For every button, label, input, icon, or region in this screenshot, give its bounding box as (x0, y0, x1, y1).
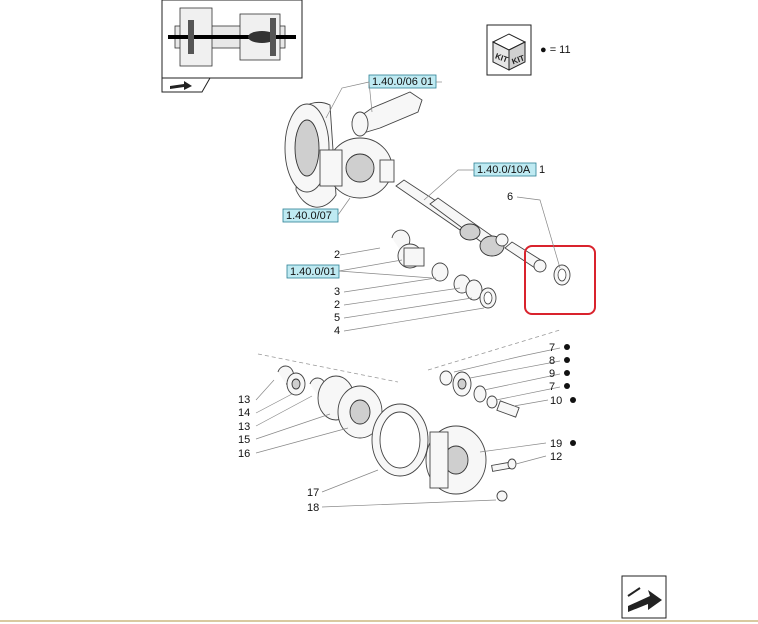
label-3: 3 (334, 286, 340, 298)
ref-box-1[interactable]: 1.40.0/06 01 (368, 74, 442, 89)
label-2a: 2 (334, 249, 340, 261)
bearing-3 (397, 243, 425, 269)
label-7a: 7 (549, 342, 555, 354)
label-16: 16 (238, 448, 250, 460)
group-divider-right (427, 329, 561, 371)
label-4: 4 (334, 325, 340, 337)
nav-arrow-icon[interactable] (161, 77, 211, 93)
next-page-icon[interactable] (621, 575, 667, 619)
planet-gear-14 (286, 372, 306, 396)
bearing-9 (473, 385, 487, 403)
label-13a: 13 (238, 394, 250, 406)
pin-10 (496, 400, 520, 418)
label-19: 19 (550, 438, 562, 450)
label-18: 18 (307, 502, 319, 514)
gear-8 (452, 371, 472, 397)
kit-box: KIT KIT (486, 24, 532, 76)
kit-count-label: ● = 11 (540, 44, 571, 56)
label-2b: 2 (334, 299, 340, 311)
hub-19 (425, 425, 487, 495)
axle-thumbnail-icon[interactable] (161, 0, 303, 79)
kit-dot-9 (564, 370, 570, 376)
label-5: 5 (334, 312, 340, 324)
planet-carrier-16 (337, 385, 383, 439)
kit-dot-19 (570, 440, 576, 446)
bolt-12 (491, 458, 517, 472)
ref-box-4[interactable]: 1.40.0/01 (286, 264, 340, 279)
label-14: 14 (238, 407, 250, 419)
highlight-box (524, 245, 596, 315)
svg-text:1.40.0/07: 1.40.0/07 (286, 210, 332, 222)
kit-dot-7a (564, 344, 570, 350)
label-8: 8 (549, 355, 555, 367)
ring-gear-17 (371, 403, 429, 477)
kit-dot-8 (564, 357, 570, 363)
group-divider-left (257, 353, 399, 383)
kit-dot-10 (570, 397, 576, 403)
svg-text:1.40.0/10A: 1.40.0/10A (477, 164, 531, 176)
label-9: 9 (549, 368, 555, 380)
ref-box-3[interactable]: 1.40.0/07 (282, 208, 339, 223)
pinion-gear (351, 91, 423, 137)
label-13b: 13 (238, 421, 250, 433)
seal-ring-6 (553, 264, 571, 286)
label-17: 17 (307, 487, 319, 499)
ref-box-2-suffix: 1 (539, 164, 545, 176)
kit-box-icon: KIT (494, 52, 509, 65)
label-10: 10 (550, 395, 562, 407)
ref-box-2[interactable]: 1.40.0/10A 1 (473, 162, 545, 177)
ring-7b (486, 395, 498, 409)
svg-text:KIT: KIT (511, 53, 526, 66)
svg-text:1.40.0/06 01: 1.40.0/06 01 (372, 76, 433, 88)
ring-group-mid (431, 262, 497, 309)
differential-housing (319, 137, 395, 199)
svg-text:1.40.0/01: 1.40.0/01 (290, 266, 336, 278)
label-15: 15 (238, 434, 250, 446)
kit-dot-7b (564, 383, 570, 389)
page-bottom-rule (0, 620, 758, 622)
bolt-18 (496, 490, 508, 502)
label-12: 12 (550, 451, 562, 463)
label-6: 6 (507, 191, 513, 203)
ring-7a (439, 370, 453, 386)
label-7b: 7 (549, 381, 555, 393)
leader-lines (255, 81, 561, 508)
